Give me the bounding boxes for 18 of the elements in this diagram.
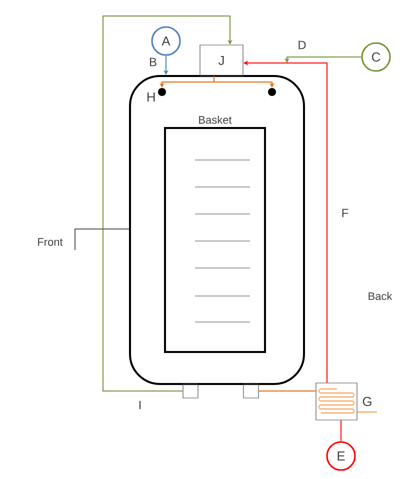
side-label: Back	[368, 292, 392, 300]
edge-label: I	[139, 400, 141, 410]
edge-label: F	[342, 208, 348, 218]
basket-box: Basket	[164, 116, 266, 353]
node-label: G	[362, 396, 372, 406]
j-box: J	[200, 44, 244, 76]
node-label: H	[147, 92, 155, 102]
outlet-stub	[182, 384, 198, 398]
edge-label: B	[150, 58, 156, 66]
pipe-arrow	[102, 16, 233, 392]
node-label: Basket	[199, 116, 232, 124]
front-label: Front	[38, 238, 63, 246]
heat-exchanger-box: G	[316, 382, 372, 420]
leader-line	[74, 228, 130, 250]
nozzle-dot	[268, 88, 276, 96]
edge-label: D	[298, 40, 306, 50]
outlet-stub	[243, 384, 259, 398]
vessel-box	[129, 75, 305, 385]
